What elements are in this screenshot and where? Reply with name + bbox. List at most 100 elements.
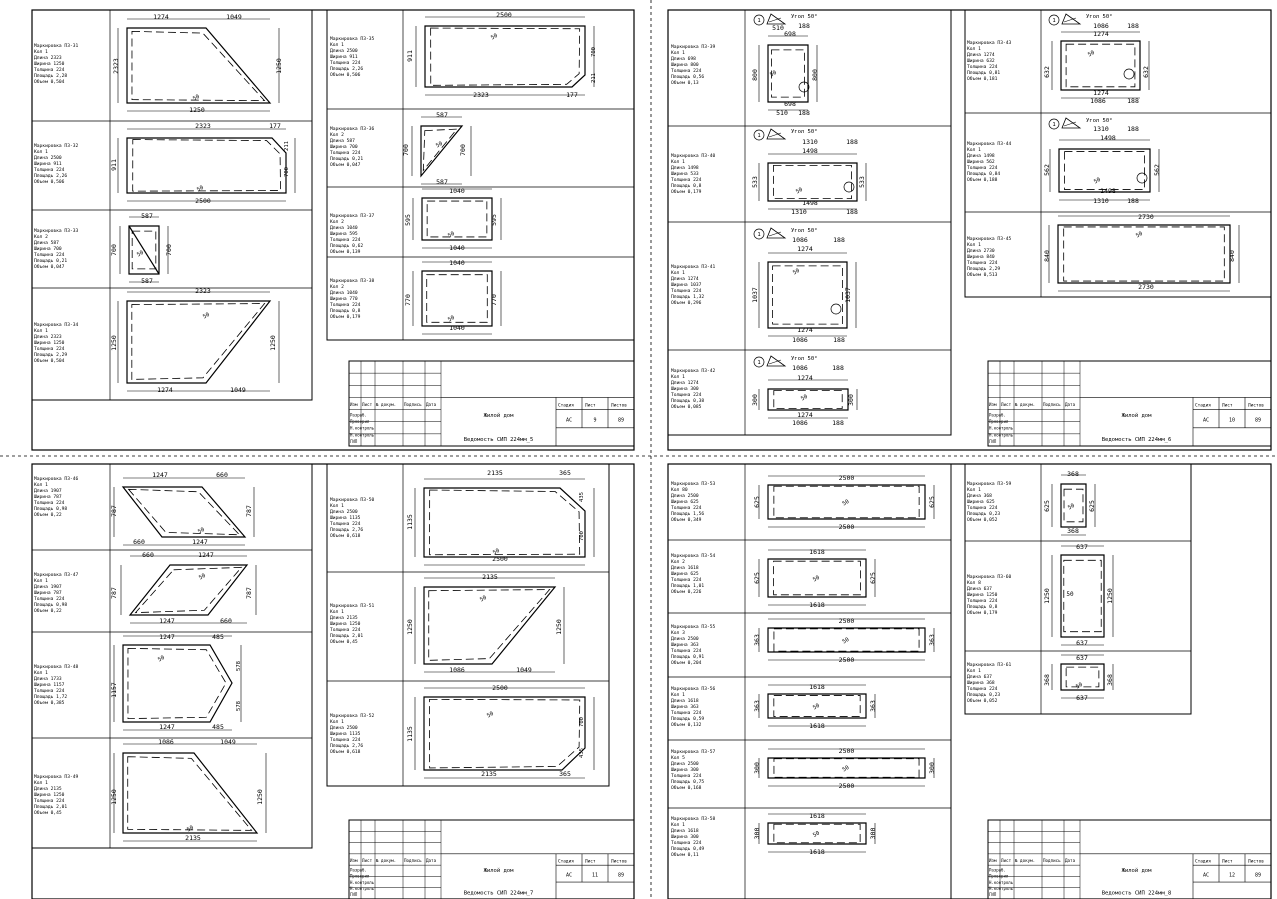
- spec-line: Ширина 562: [967, 159, 995, 165]
- spec-line: Длина 1907: [34, 488, 62, 494]
- spec-line: Ширина 363: [671, 642, 699, 648]
- spec-line: Кол 1: [34, 780, 48, 786]
- spec-line: Объем 0,504: [34, 78, 65, 85]
- spec-line: Толщина 224: [330, 627, 361, 633]
- drawing-frame: [987, 819, 1272, 899]
- spec-line: Объем 0,45: [330, 638, 358, 645]
- spec-line: Толщина 224: [671, 773, 702, 779]
- dimension-label: 50: [486, 711, 495, 720]
- dimension-label: 1310: [1093, 125, 1109, 133]
- dimension-label: 211: [284, 141, 290, 151]
- dimension-label: 1498: [802, 199, 818, 207]
- panel-outline: [426, 274, 488, 323]
- spec-line: Длина 637: [967, 586, 992, 592]
- dimension-label: 698: [784, 30, 796, 38]
- spec-line: Длина 2135: [34, 786, 62, 792]
- spec-line: Площадь 1,56: [671, 511, 704, 517]
- angle-triangle: [766, 128, 787, 140]
- spec-line: Площадь 2,29: [967, 266, 1000, 272]
- spec-line: Маркировка П3-44: [967, 141, 1011, 147]
- spec-line: Ширина 300: [671, 834, 699, 840]
- panel-outline: [773, 628, 920, 652]
- spec-line: Площадь 0,8: [967, 604, 998, 610]
- dimension-label: 595: [404, 214, 412, 226]
- spec-line: Маркировка П3-52: [330, 713, 374, 719]
- dimension-label: 787: [245, 587, 253, 599]
- spec-line: Объем 0,513: [967, 271, 998, 278]
- panel-outline: [767, 484, 926, 520]
- dimension-label: 368: [1067, 470, 1079, 478]
- title-block-role: ГИП: [350, 439, 358, 444]
- spec-line: Маркировка П3-50: [330, 497, 374, 503]
- document-title: Ведомость СИП 224мм_7: [464, 890, 534, 896]
- spec-line: Ширина 625: [967, 499, 995, 505]
- dimension-label: 50: [842, 637, 851, 646]
- title-block-header: Лист: [1001, 858, 1012, 863]
- spec-line: Длина 637: [967, 674, 992, 680]
- detail-circle: [798, 81, 810, 93]
- detail-circle: [1123, 68, 1135, 80]
- dimension-label: 300: [753, 828, 761, 840]
- callout-number: 1: [757, 133, 760, 139]
- spec-line: Ширина 911: [330, 54, 358, 60]
- dimension-label: 911: [110, 159, 118, 171]
- dimension-label: 578: [236, 661, 242, 671]
- spec-line: Кол 1: [967, 668, 981, 674]
- dimension-label: 2135: [487, 469, 503, 477]
- dimension-label: 660: [142, 551, 154, 559]
- drawing-frame: [964, 463, 1192, 715]
- title-block-header: Подпись: [404, 858, 422, 863]
- spec-line: Толщина 224: [967, 165, 998, 171]
- dimension-label: 188: [1127, 22, 1139, 30]
- spec-line: Объем 0,22: [34, 511, 62, 518]
- spec-line: Площадь 0,38: [671, 398, 704, 404]
- dimension-label: 1086: [792, 419, 808, 427]
- dimension-label: 1250: [110, 335, 118, 351]
- panel-outline: [127, 756, 253, 831]
- title-block-role: Н.контроль: [350, 886, 375, 891]
- title-block-header: Лист: [585, 403, 596, 409]
- panel-outline: [773, 758, 920, 778]
- title-block-header: Дата: [1065, 858, 1076, 863]
- dimension-label: 188: [1127, 197, 1139, 205]
- dimension-label: 637: [1076, 694, 1088, 702]
- spec-line: Толщина 224: [671, 710, 702, 716]
- dimension-label: 50: [842, 499, 851, 508]
- spec-line: Кол 1: [34, 578, 48, 584]
- spec-line: Длина 1274: [967, 52, 995, 58]
- panel-outline: [1063, 488, 1084, 523]
- dimension-label: 625: [753, 496, 761, 508]
- spec-line: Толщина 224: [967, 260, 998, 266]
- title-block-role: Проверил: [989, 874, 1009, 879]
- spec-line: Объем 0,179: [967, 609, 998, 616]
- spec-line: Площадь 2,26: [34, 173, 67, 179]
- dimension-label: 50: [800, 394, 809, 403]
- spec-line: Толщина 224: [967, 505, 998, 511]
- spec-line: Маркировка П3-39: [671, 44, 715, 50]
- title-block-role: Н.контроль: [989, 432, 1014, 437]
- spec-line: Ширина 700: [330, 144, 358, 150]
- title-block-role: Н.контроль: [989, 880, 1014, 885]
- dimension-label: 637: [1076, 639, 1088, 647]
- spec-line: Объем 0,188: [967, 176, 998, 183]
- dimension-label: 625: [928, 496, 936, 508]
- dimension-label: 911: [406, 50, 414, 62]
- dimension-label: 300: [869, 828, 877, 840]
- spec-line: Кол 1: [671, 822, 685, 828]
- spec-line: Маркировка П3-40: [671, 153, 715, 159]
- angle-triangle: [1061, 13, 1082, 25]
- title-block-role: Н.контроль: [350, 432, 375, 437]
- dimension-label: 562: [1043, 164, 1051, 176]
- dimension-label: 700: [459, 144, 467, 156]
- panel-outline: [773, 485, 920, 519]
- dimension-label: 1618: [809, 848, 825, 856]
- sheet-number: 10: [1229, 418, 1235, 424]
- dimension-label: 1274: [157, 386, 173, 394]
- dimension-label: 1086: [158, 738, 174, 746]
- callout-circle: [753, 14, 765, 26]
- dimension-label: 2500: [839, 523, 855, 531]
- dimension-label: 787: [245, 505, 253, 517]
- dimension-label: 2730: [1138, 213, 1154, 221]
- title-block-header: Подпись: [1043, 402, 1061, 407]
- dimension-label: 50: [196, 185, 205, 194]
